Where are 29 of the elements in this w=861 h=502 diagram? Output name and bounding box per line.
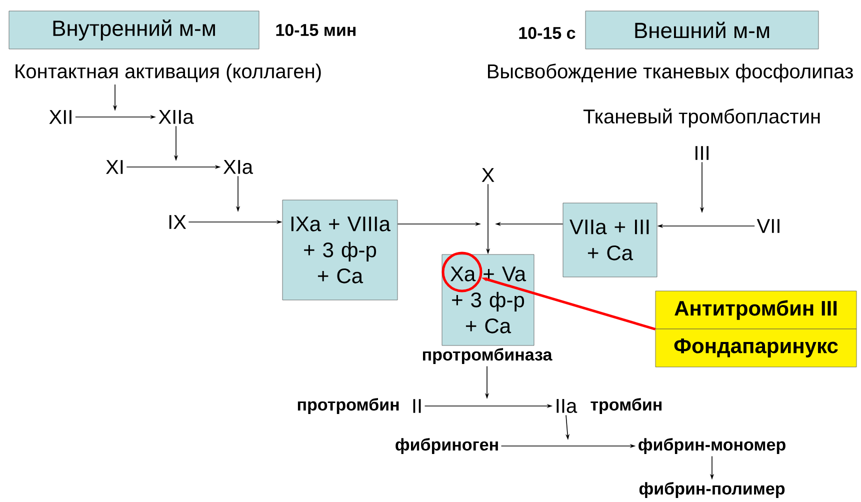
factor-label: X bbox=[482, 168, 494, 182]
complex-box: IXa + VIIIa + 3 ф-р + Ca bbox=[282, 200, 398, 300]
side-label: 10-15 мин bbox=[276, 24, 356, 36]
inhibition-circle bbox=[442, 252, 482, 292]
complex-box: Xa + Va + 3 ф-р + Ca bbox=[442, 254, 534, 346]
side-label: 10-15 с bbox=[519, 26, 576, 40]
factor-label: VII bbox=[756, 219, 780, 233]
complex-box: VIIa + III + Ca bbox=[562, 202, 658, 278]
factor-label: IIa bbox=[556, 399, 578, 413]
product-label: протромбиназа bbox=[423, 348, 552, 364]
product-label: фибрин-мономер bbox=[638, 438, 786, 454]
factor-label: XI bbox=[106, 160, 123, 174]
inhibitor-box: Антитромбин III bbox=[655, 290, 857, 330]
factor-label: Контактная активация (коллаген) bbox=[16, 64, 321, 82]
factor-label: XIa bbox=[223, 160, 254, 174]
product-label: фибрин-полимер bbox=[639, 482, 785, 498]
factor-label: Высвобождение тканевых фосфолипаз bbox=[488, 64, 853, 82]
pathway-box: Внутренний м-м bbox=[8, 10, 260, 50]
side-label: протромбин bbox=[298, 398, 399, 414]
factor-label: IX bbox=[169, 215, 186, 229]
factor-label: III bbox=[696, 146, 708, 160]
product-label: фибриноген bbox=[396, 438, 498, 454]
inhibitor-box: Фондапаринукс bbox=[655, 328, 857, 368]
factor-label: II bbox=[413, 399, 421, 413]
factor-label: XIIa bbox=[158, 110, 194, 124]
side-label: тромбин bbox=[590, 398, 662, 414]
pathway-box: Внешний м-м bbox=[585, 10, 819, 50]
factor-label: XII bbox=[49, 110, 72, 124]
factor-label: Тканевый тромбопластин bbox=[583, 108, 820, 128]
